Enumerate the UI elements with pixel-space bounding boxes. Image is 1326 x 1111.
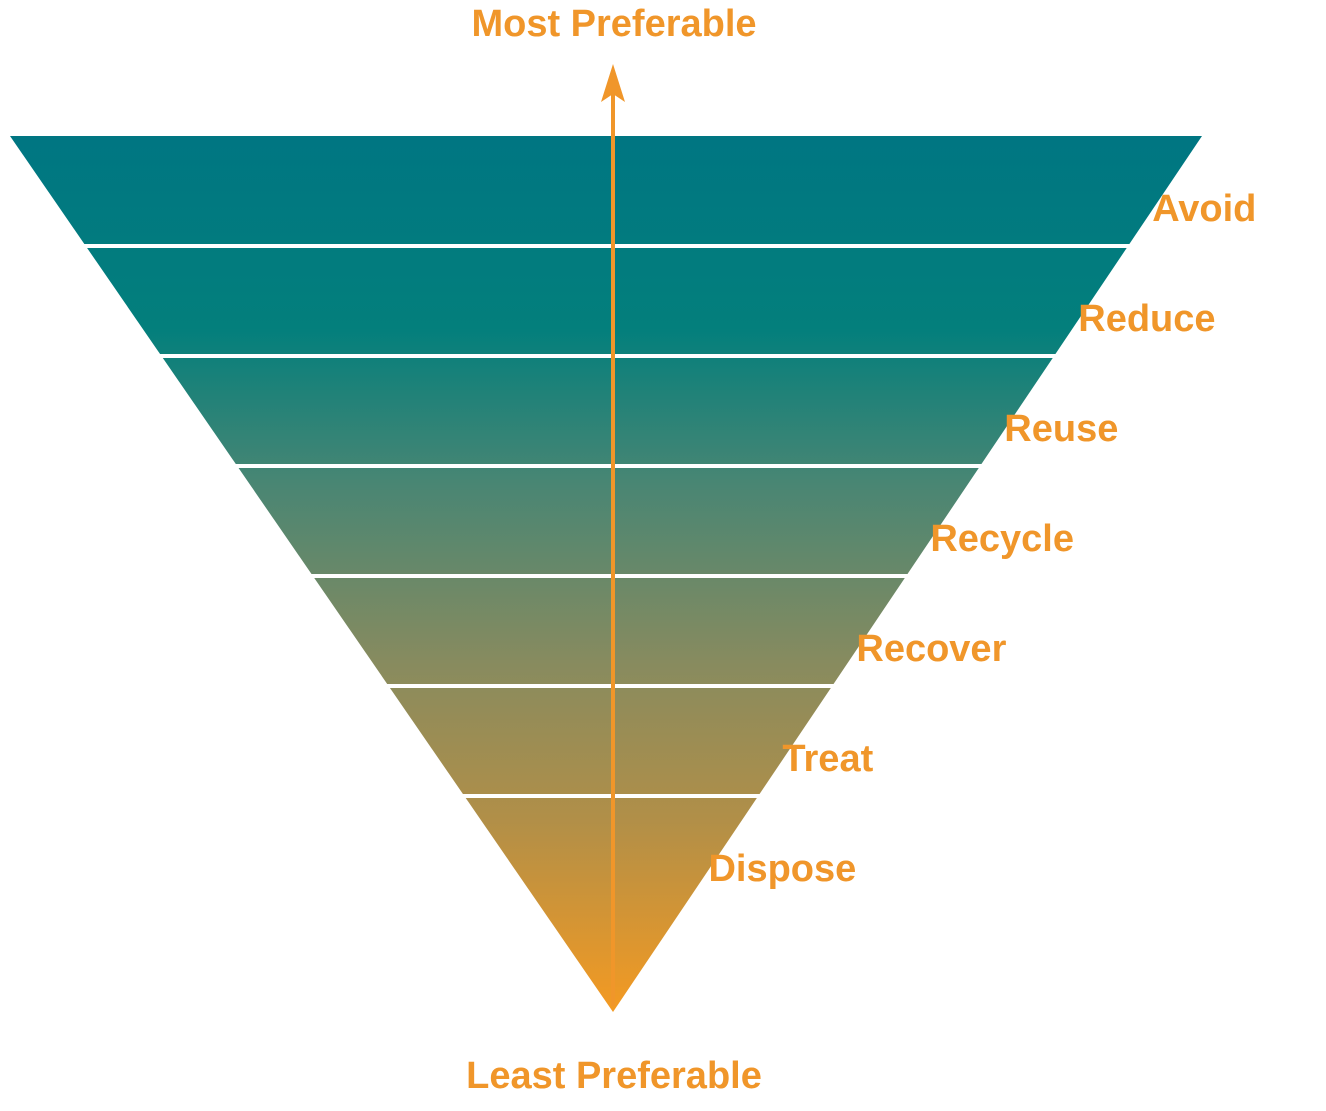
level-label-reduce: Reduce (1078, 298, 1215, 340)
least-preferable-label: Least Preferable (466, 1055, 762, 1097)
level-label-avoid: Avoid (1152, 188, 1256, 230)
preference-arrow-head (601, 64, 625, 102)
level-label-treat: Treat (782, 738, 873, 780)
level-labels: AvoidReduceReuseRecycleRecoverTreatDispo… (708, 188, 1256, 890)
level-label-recover: Recover (856, 628, 1006, 670)
most-preferable-label: Most Preferable (471, 3, 756, 45)
level-label-reuse: Reuse (1004, 408, 1118, 450)
level-separators (83, 244, 1131, 798)
level-label-dispose: Dispose (708, 848, 856, 890)
level-label-recycle: Recycle (930, 518, 1074, 560)
